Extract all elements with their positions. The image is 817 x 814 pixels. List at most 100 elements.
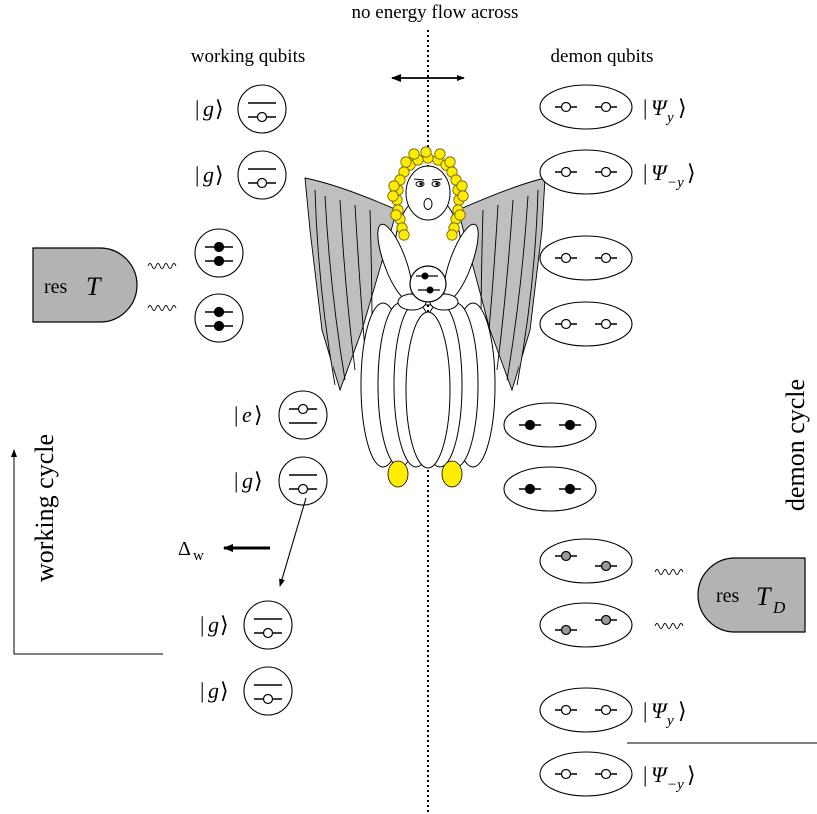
diagram-title: no energy flow across bbox=[352, 2, 519, 23]
svg-text:⟩: ⟩ bbox=[687, 762, 696, 787]
svg-text:e: e bbox=[242, 402, 252, 427]
demon-qubits-label: demon qubits bbox=[551, 46, 654, 67]
transition-arrow-icon bbox=[279, 497, 307, 587]
working-qubit-icon bbox=[243, 666, 293, 716]
demon-qubit-icon bbox=[539, 149, 633, 195]
res-TD-symbol: T bbox=[756, 582, 772, 611]
svg-text:g: g bbox=[203, 96, 214, 121]
svg-text:|: | bbox=[234, 402, 238, 427]
demon-qubit-icon bbox=[503, 466, 597, 512]
working-qubit-icon bbox=[278, 456, 328, 506]
demon-qubits bbox=[503, 84, 633, 797]
svg-text:⟩: ⟩ bbox=[678, 698, 687, 723]
svg-text:⟩: ⟩ bbox=[687, 160, 696, 185]
angel-demon-figure bbox=[304, 146, 546, 488]
ket-label: |g⟩ bbox=[195, 162, 224, 187]
wavy-coupling-icons bbox=[147, 263, 684, 629]
working-qubits bbox=[194, 84, 328, 716]
wavy-coupling-icon bbox=[654, 569, 684, 575]
svg-text:|: | bbox=[200, 678, 204, 703]
svg-text:⟩: ⟩ bbox=[220, 612, 229, 637]
ket-label: |g⟩ bbox=[234, 468, 263, 493]
working-qubit-icon bbox=[194, 228, 244, 278]
delta-w-label: Δ w bbox=[178, 538, 204, 564]
svg-text:⟩: ⟩ bbox=[254, 402, 263, 427]
hair-curl bbox=[387, 190, 399, 202]
hair-curl bbox=[456, 180, 468, 192]
demon-qubit-icon bbox=[539, 751, 633, 797]
svg-text:y: y bbox=[665, 110, 674, 126]
delta-symbol: Δ bbox=[178, 538, 191, 560]
res-TD-subscript: D bbox=[772, 598, 786, 617]
svg-text:⟩: ⟩ bbox=[215, 96, 224, 121]
working-qubit-icon bbox=[237, 84, 287, 134]
ket-label: |Ψ−y⟩ bbox=[643, 762, 696, 793]
demon-qubit-icon bbox=[539, 602, 633, 648]
svg-text:g: g bbox=[208, 612, 219, 637]
svg-text:|: | bbox=[195, 162, 199, 187]
res-T-prefix: res bbox=[44, 276, 68, 298]
wavy-coupling-icon bbox=[147, 305, 177, 311]
demon-qubit-icon bbox=[539, 538, 633, 584]
hair-curl bbox=[408, 148, 420, 160]
hair-curl bbox=[446, 229, 458, 241]
svg-text:|: | bbox=[643, 762, 647, 787]
wavy-coupling-icon bbox=[654, 623, 684, 629]
res-TD-prefix: res bbox=[716, 585, 740, 607]
wavy-coupling-icon bbox=[147, 263, 177, 269]
hair-curl bbox=[420, 146, 432, 158]
svg-text:|: | bbox=[643, 698, 647, 723]
ket-label: |g⟩ bbox=[200, 678, 229, 703]
hair-curl bbox=[444, 156, 456, 168]
reservoir-TD: res T D bbox=[697, 557, 806, 633]
working-qubit-icon bbox=[194, 293, 244, 343]
ket-label: |Ψ−y⟩ bbox=[643, 160, 696, 191]
svg-text:g: g bbox=[242, 468, 253, 493]
demon-cycle-label: demon cycle bbox=[781, 379, 810, 511]
working-qubit-icon bbox=[243, 600, 293, 650]
working-cycle-label: working cycle bbox=[30, 434, 59, 582]
hair-curl bbox=[454, 209, 466, 221]
svg-text:Ψ: Ψ bbox=[651, 698, 669, 723]
svg-text:y: y bbox=[665, 713, 674, 729]
working-qubits-label: working qubits bbox=[191, 46, 306, 67]
svg-text:⟩: ⟩ bbox=[678, 95, 687, 120]
svg-text:|: | bbox=[195, 96, 199, 121]
demon-qubit-icon bbox=[539, 84, 633, 130]
reservoir-T: res T bbox=[32, 247, 138, 323]
demon-qubit-icon bbox=[539, 687, 633, 733]
svg-text:|: | bbox=[643, 95, 647, 120]
svg-text:g: g bbox=[203, 162, 214, 187]
svg-text:Ψ: Ψ bbox=[651, 95, 669, 120]
ket-label: |e⟩ bbox=[234, 402, 263, 427]
hair-curl bbox=[388, 180, 400, 192]
svg-text:Ψ: Ψ bbox=[651, 762, 669, 787]
hair-curl bbox=[434, 148, 446, 160]
demon-qubit-icon bbox=[539, 235, 633, 281]
demon-qubit-icon bbox=[503, 402, 597, 448]
hair-curl bbox=[398, 229, 410, 241]
ket-label: |g⟩ bbox=[200, 612, 229, 637]
working-qubit-icon bbox=[237, 150, 287, 200]
svg-text:⟩: ⟩ bbox=[220, 678, 229, 703]
right-wing bbox=[457, 177, 546, 392]
delta-subscript: w bbox=[193, 548, 204, 564]
hair-curl bbox=[400, 156, 412, 168]
demon-qubit-icon bbox=[539, 301, 633, 347]
ket-label: |g⟩ bbox=[195, 96, 224, 121]
svg-text:⟩: ⟩ bbox=[254, 468, 263, 493]
svg-text:Ψ: Ψ bbox=[651, 160, 669, 185]
dress bbox=[360, 302, 496, 469]
hair-curl bbox=[457, 190, 469, 202]
svg-text:|: | bbox=[234, 468, 238, 493]
res-T-symbol: T bbox=[86, 272, 102, 301]
svg-text:−y: −y bbox=[667, 175, 684, 191]
svg-text:|: | bbox=[200, 612, 204, 637]
working-qubit-icon bbox=[278, 390, 328, 440]
svg-text:g: g bbox=[208, 678, 219, 703]
svg-text:−y: −y bbox=[667, 777, 684, 793]
